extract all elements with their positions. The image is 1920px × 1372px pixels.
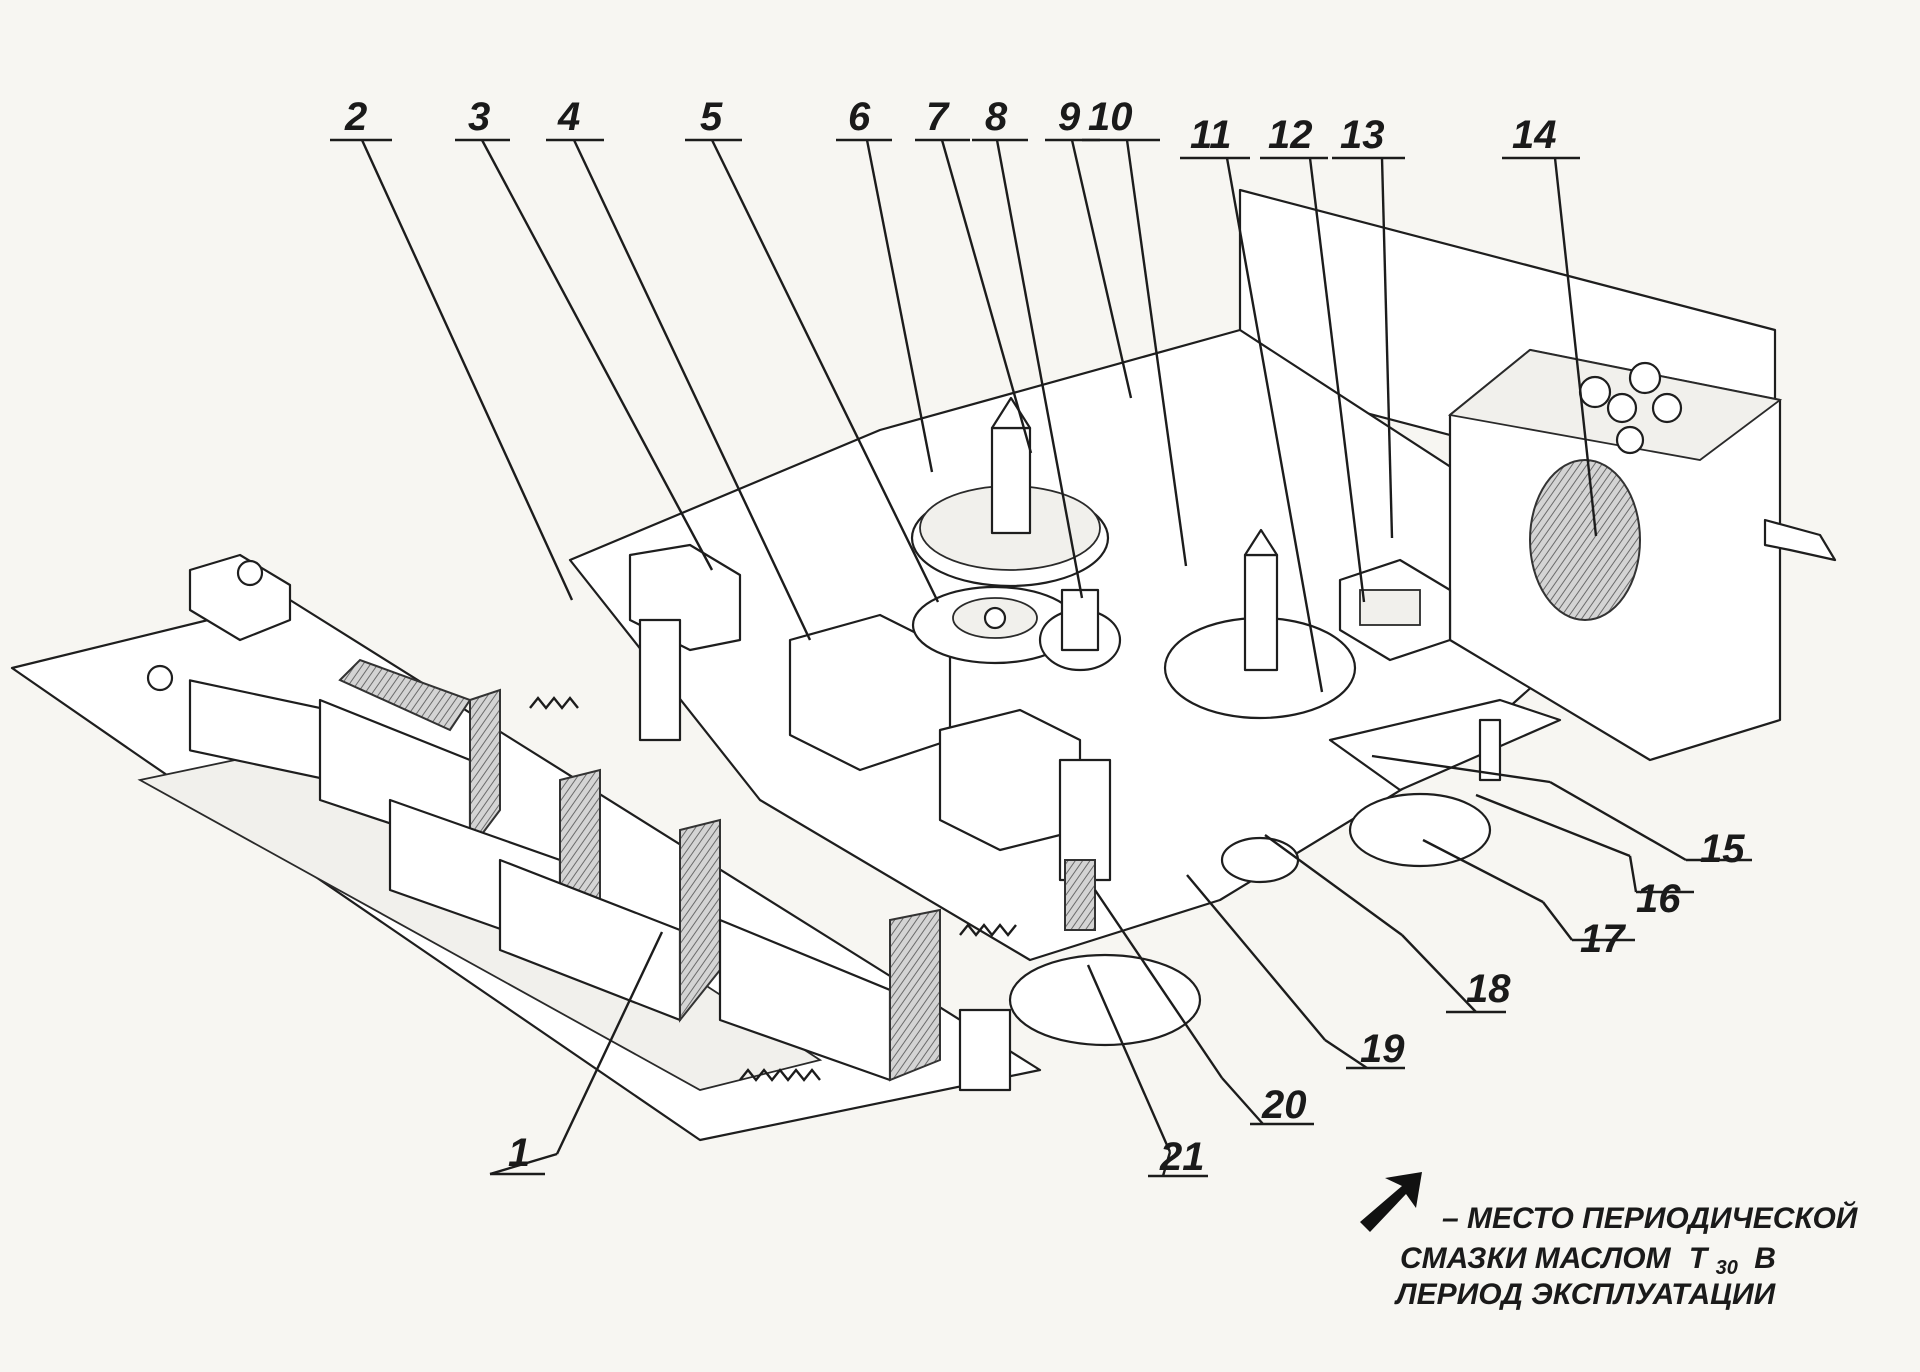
callout-3-label: 3 [468,95,490,139]
callout-6: 6 [836,95,892,142]
callout-labels: 2 3 4 5 6 7 8 9 [330,95,1752,1179]
callout-13: 13 [1332,113,1405,160]
callout-10-label: 10 [1088,95,1133,139]
legend-line-2: СМАЗКИ МАСЛОМ T 30 B [1400,1242,1776,1281]
callout-18-label: 18 [1466,967,1511,1011]
callout-12-label: 12 [1268,113,1313,157]
callout-7: 7 [915,95,970,142]
callout-leaders [360,139,1687,1177]
legend-line-3: ЛЕРИОД ЭКСПЛУАТАЦИИ [1394,1278,1777,1311]
callout-4-label: 4 [557,95,580,139]
callout-11: 11 [1180,113,1250,160]
callout-21: 21 [1148,1135,1208,1179]
callout-2-label: 2 [344,95,367,139]
callout-18: 18 [1446,967,1511,1014]
callout-1-label: 1 [508,1131,530,1175]
lubrication-arrow-icon [1360,1172,1422,1232]
piano-key-assemblies [146,553,941,1082]
callout-17: 17 [1572,917,1635,961]
callout-8-label: 8 [985,95,1008,139]
callout-3: 3 [455,95,510,142]
callout-19-label: 19 [1360,1027,1405,1071]
callout-10: 10 [1082,95,1160,142]
spring-center [959,923,1017,937]
legend-oil-name: T [1689,1242,1710,1275]
callout-6-label: 6 [848,95,871,139]
callout-1: 1 [490,1131,545,1176]
spring-left [529,696,579,710]
callout-4: 4 [546,95,604,142]
callout-5: 5 [685,95,742,142]
callout-16-label: 16 [1636,877,1681,921]
callout-15-label: 15 [1700,827,1745,871]
callout-20-label: 20 [1261,1083,1307,1127]
callout-15: 15 [1686,827,1752,871]
legend-line-1: – МЕСТО ПЕРИОДИЧЕСКОЙ [1442,1200,1859,1235]
callout-13-label: 13 [1340,113,1385,157]
callout-19: 19 [1346,1027,1405,1071]
callout-7-label: 7 [926,95,950,139]
spindle-assemblies [628,396,1562,1092]
callout-12: 12 [1260,113,1328,160]
lubrication-legend: – МЕСТО ПЕРИОДИЧЕСКОЙ СМАЗКИ МАСЛОМ T 30… [1360,1172,1859,1311]
spring-front [739,1068,821,1082]
legend-line-2-pre: СМАЗКИ МАСЛОМ [1400,1242,1672,1275]
legend-line-2-post: B [1754,1242,1776,1275]
callout-14-label: 14 [1512,113,1557,157]
callout-2: 2 [330,95,392,142]
callout-11-label: 11 [1190,113,1232,157]
callout-5-label: 5 [700,95,723,139]
callout-21-label: 21 [1159,1135,1205,1179]
callout-20: 20 [1250,1083,1314,1127]
callout-16: 16 [1636,877,1694,921]
legend-oil-sub: 30 [1716,1257,1738,1279]
callout-9-label: 9 [1058,95,1081,139]
callout-8: 8 [972,95,1028,142]
callout-14: 14 [1502,113,1580,160]
mechanism-drawing [10,188,1837,1142]
